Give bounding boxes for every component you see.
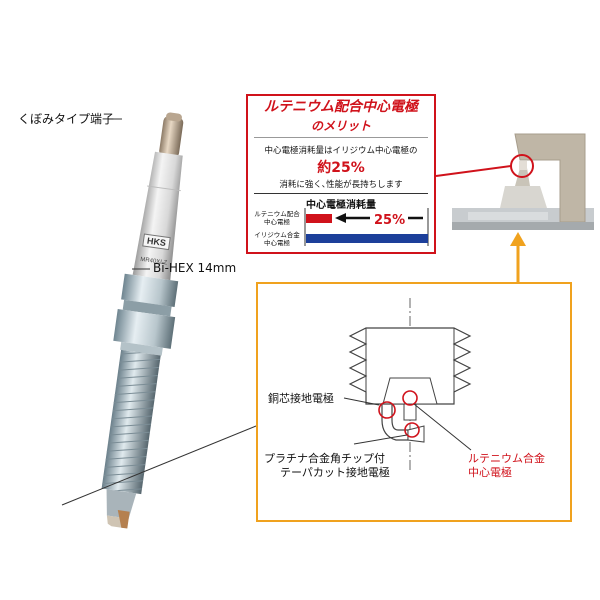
iridium-bar-label: イリジウム合金 中心電極 [254, 231, 300, 247]
copper-core-highlight [378, 401, 396, 419]
terminal-label: くぼみタイプ端子 [18, 112, 115, 126]
center-electrode [403, 403, 417, 421]
callout-subtitle: のメリット [310, 119, 371, 133]
callout-text-line2: 消耗に強く､性能が長持ちします [279, 180, 403, 190]
callout-text-line1: 中心電極消耗量はイリジウム中心電極の [264, 146, 418, 156]
callout-connector [435, 165, 512, 177]
tip-leader-line [61, 425, 257, 506]
electrode-diagram [343, 298, 472, 472]
copper-ground-label: 銅芯接地電極 [268, 392, 334, 405]
wear-comparison-bars: 25% [304, 208, 429, 246]
ruthenium-merit-callout: ルテニウム配合中心電極 のメリット 中心電極消耗量はイリジウム中心電極の 約25… [246, 94, 436, 254]
ceramic-insulator [132, 151, 183, 281]
bar-percent: 25% [374, 213, 405, 228]
divider [254, 137, 428, 138]
ruthenium-center-label: ルテニウム合金 中心電極 [468, 452, 545, 479]
brand-mark: HKS [146, 236, 166, 249]
hex-upper [121, 273, 179, 307]
callout-percent: 約25% [317, 160, 365, 176]
model-mark: MR40XLZ [140, 257, 168, 267]
ruthenium-bar-label: ルテニウム配合 中心電極 [254, 210, 300, 226]
electrode-closeup [452, 133, 594, 230]
callout-title: ルテニウム配合中心電極 [264, 99, 418, 115]
hex-lower [113, 309, 176, 349]
ruthenium-highlight [402, 390, 418, 406]
ruthenium-bar [306, 214, 332, 223]
hex-label: Bi-HEX 14mm [153, 261, 237, 275]
arrow-head [335, 213, 346, 223]
iridium-bar [306, 234, 428, 243]
platinum-highlight [404, 422, 420, 438]
electrode-detail-panel: 銅芯接地電極 プラチナ合金角チップ付 テーパカット接地電極 ルテニウム合金 中心… [256, 282, 572, 522]
divider [254, 193, 428, 194]
platinum-tip-label: プラチナ合金角チップ付 テーパカット接地電極 [264, 452, 390, 479]
bar-chart-title: 中心電極消耗量 [306, 200, 376, 211]
terminal-nut [159, 116, 184, 158]
